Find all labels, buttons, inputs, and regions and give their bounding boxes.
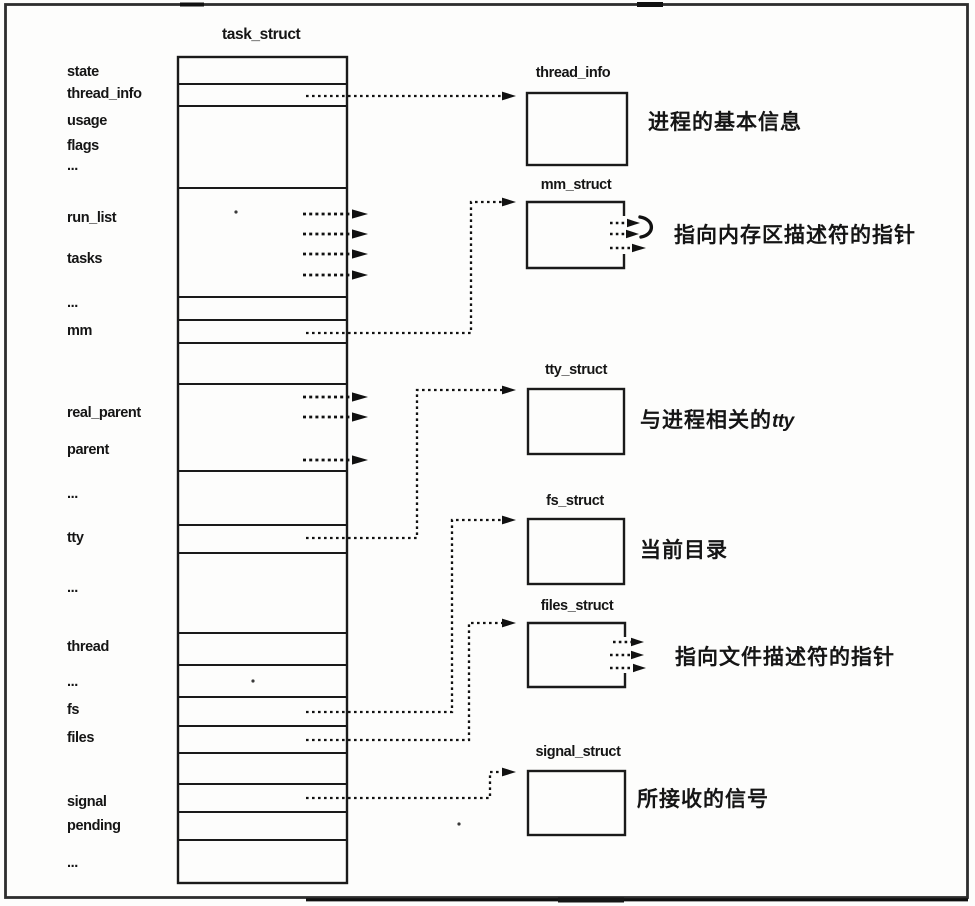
connector-mm: [306, 197, 516, 335]
tty-struct-label: tty_struct: [544, 362, 608, 378]
task-struct-row-lines: [178, 83, 347, 841]
annotation-signal-struct: 所接收的信号: [637, 788, 769, 811]
annotation-tty-struct: 与进程相关的tty: [640, 409, 794, 432]
annotation-files-struct: 指向文件描述符的指针: [675, 646, 895, 669]
field-label-flags: flags: [67, 138, 99, 154]
field-label-state: state: [67, 64, 99, 80]
field-label-real-parent: real_parent: [67, 405, 141, 421]
field-label-ellipsis-1: ...: [67, 158, 78, 174]
mm-struct-box: [525, 200, 626, 270]
field-label-ellipsis-2: ...: [67, 295, 78, 311]
field-label-run-list: run_list: [67, 210, 117, 226]
field-label-mm: mm: [67, 323, 92, 339]
annotation-mm-struct: 指向内存区描述符的指针: [674, 224, 916, 247]
field-label-tasks: tasks: [67, 251, 103, 267]
field-label-tty: tty: [67, 530, 84, 546]
thread-info-label: thread_info: [535, 65, 611, 81]
annotation-fs-struct: 当前目录: [640, 539, 728, 562]
mm-loop-arrow: [638, 215, 654, 239]
files-struct-out-arrows: [610, 637, 646, 673]
task-struct-box: [176, 55, 349, 885]
thread-info-box: [525, 91, 629, 167]
fs-struct-label: fs_struct: [546, 493, 604, 509]
figure-border: [4, 2, 969, 903]
connector-tty: [306, 385, 516, 540]
parent-pointer-arrows: [303, 392, 368, 465]
mm-struct-out-arrows: [610, 215, 654, 253]
files-struct-label: files_struct: [540, 598, 614, 614]
connectors: [306, 91, 516, 800]
field-label-ellipsis-6: ...: [67, 855, 78, 871]
mm-struct-label: mm_struct: [540, 177, 612, 193]
field-label-files: files: [67, 730, 95, 746]
annotation-thread-info: 进程的基本信息: [648, 111, 802, 134]
field-label-usage: usage: [67, 113, 107, 129]
field-label-pending: pending: [67, 818, 121, 834]
files-struct-box: [526, 621, 627, 689]
signal-struct-label: signal_struct: [535, 744, 621, 760]
field-label-ellipsis-4: ...: [67, 580, 78, 596]
signal-struct-box: [526, 769, 627, 837]
field-label-parent: parent: [67, 442, 109, 458]
scan-specks: [234, 210, 461, 826]
field-label-ellipsis-5: ...: [67, 674, 78, 690]
fs-struct-box: [526, 517, 626, 586]
field-label-thread-info: thread_info: [67, 86, 142, 102]
task-struct-title: task_struct: [222, 26, 301, 43]
connector-fs: [306, 515, 516, 714]
field-label-ellipsis-3: ...: [67, 486, 78, 502]
field-label-thread: thread: [67, 639, 109, 655]
struct-boxes: [525, 91, 629, 837]
field-label-signal: signal: [67, 794, 107, 810]
connector-thread-info: [306, 91, 516, 101]
tty-struct-box: [526, 387, 626, 456]
connector-files: [306, 618, 516, 742]
field-label-fs: fs: [67, 702, 80, 718]
connector-signal: [306, 767, 516, 800]
run-list-tasks-arrows: [303, 209, 368, 280]
